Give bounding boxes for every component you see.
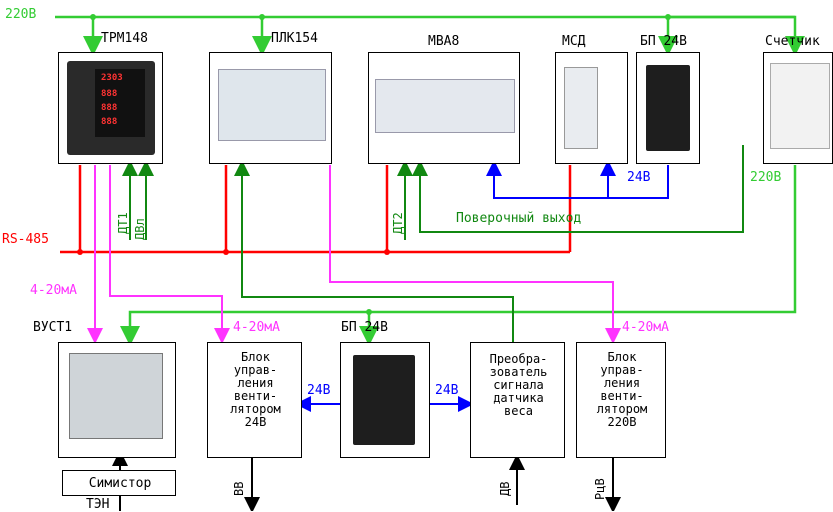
psu-top-box — [636, 52, 700, 164]
mva8-box — [368, 52, 520, 164]
v24-left-label: 24В — [307, 383, 330, 398]
dt2-label: ДТ2 — [391, 212, 405, 234]
v24-right-label: 24В — [435, 383, 458, 398]
psu-bottom-box — [340, 342, 430, 458]
dt1-label: ДТ1 — [116, 212, 130, 234]
msd-image — [564, 67, 598, 149]
analog-left-label: 4-20мА — [30, 283, 77, 298]
triac-text: Симистор — [63, 477, 177, 490]
vust1-box — [58, 342, 176, 458]
meter-220v-label: 220В — [750, 170, 781, 185]
analog-lines — [95, 165, 613, 336]
vust1-image — [69, 353, 163, 439]
meter-box — [763, 52, 833, 164]
trm148-box: 2303 888 888 888 — [58, 52, 163, 164]
psu-bottom-image — [353, 355, 415, 445]
psu-top-image — [646, 65, 690, 151]
fan220-text: Блок управ- ления венти- лятором 220В — [577, 351, 667, 429]
analog-mid-label: 4-20мА — [233, 320, 280, 335]
supply-label: 220В — [5, 7, 36, 22]
plc154-box — [209, 52, 332, 164]
fan24-text: Блок управ- ления венти- лятором 24В — [208, 351, 303, 429]
triac-box: Симистор — [62, 470, 176, 496]
control-lines — [120, 458, 613, 511]
trm-label: ТРМ148 — [101, 31, 148, 46]
psu-top-label: БП 24В — [640, 34, 687, 49]
plc-label: ПЛК154 — [271, 31, 318, 46]
mva-label: МВА8 — [428, 34, 459, 49]
mva8-image — [375, 79, 515, 133]
psu-24v-top-label: 24В — [627, 170, 650, 185]
msd-label: МСД — [562, 34, 585, 49]
ten-label: ТЭН — [86, 497, 109, 512]
check-output-label: Поверочный выход — [456, 211, 581, 226]
meter-label: Счетчик — [765, 34, 820, 49]
dv-label: ДВ — [498, 482, 512, 496]
rcv-label: РцВ — [593, 478, 607, 500]
plc154-image — [218, 69, 326, 141]
fan24-block: Блок управ- ления венти- лятором 24В — [207, 342, 302, 458]
fan220-block: Блок управ- ления венти- лятором 220В — [576, 342, 666, 458]
msd-box — [555, 52, 628, 164]
analog-right-label: 4-20мА — [622, 320, 669, 335]
psu-bottom-label: БП 24В — [341, 320, 388, 335]
meter-image — [770, 63, 830, 149]
converter-text: Преобра- зователь сигнала датчика веса — [471, 353, 566, 418]
dvl-label: ДВл — [133, 218, 147, 240]
vust1-label: ВУСТ1 — [33, 320, 72, 335]
rs485-label: RS-485 — [2, 232, 49, 247]
vv-label: ВВ — [232, 482, 246, 496]
converter-block: Преобра- зователь сигнала датчика веса — [470, 342, 565, 458]
trm148-image: 2303 888 888 888 — [67, 61, 155, 155]
